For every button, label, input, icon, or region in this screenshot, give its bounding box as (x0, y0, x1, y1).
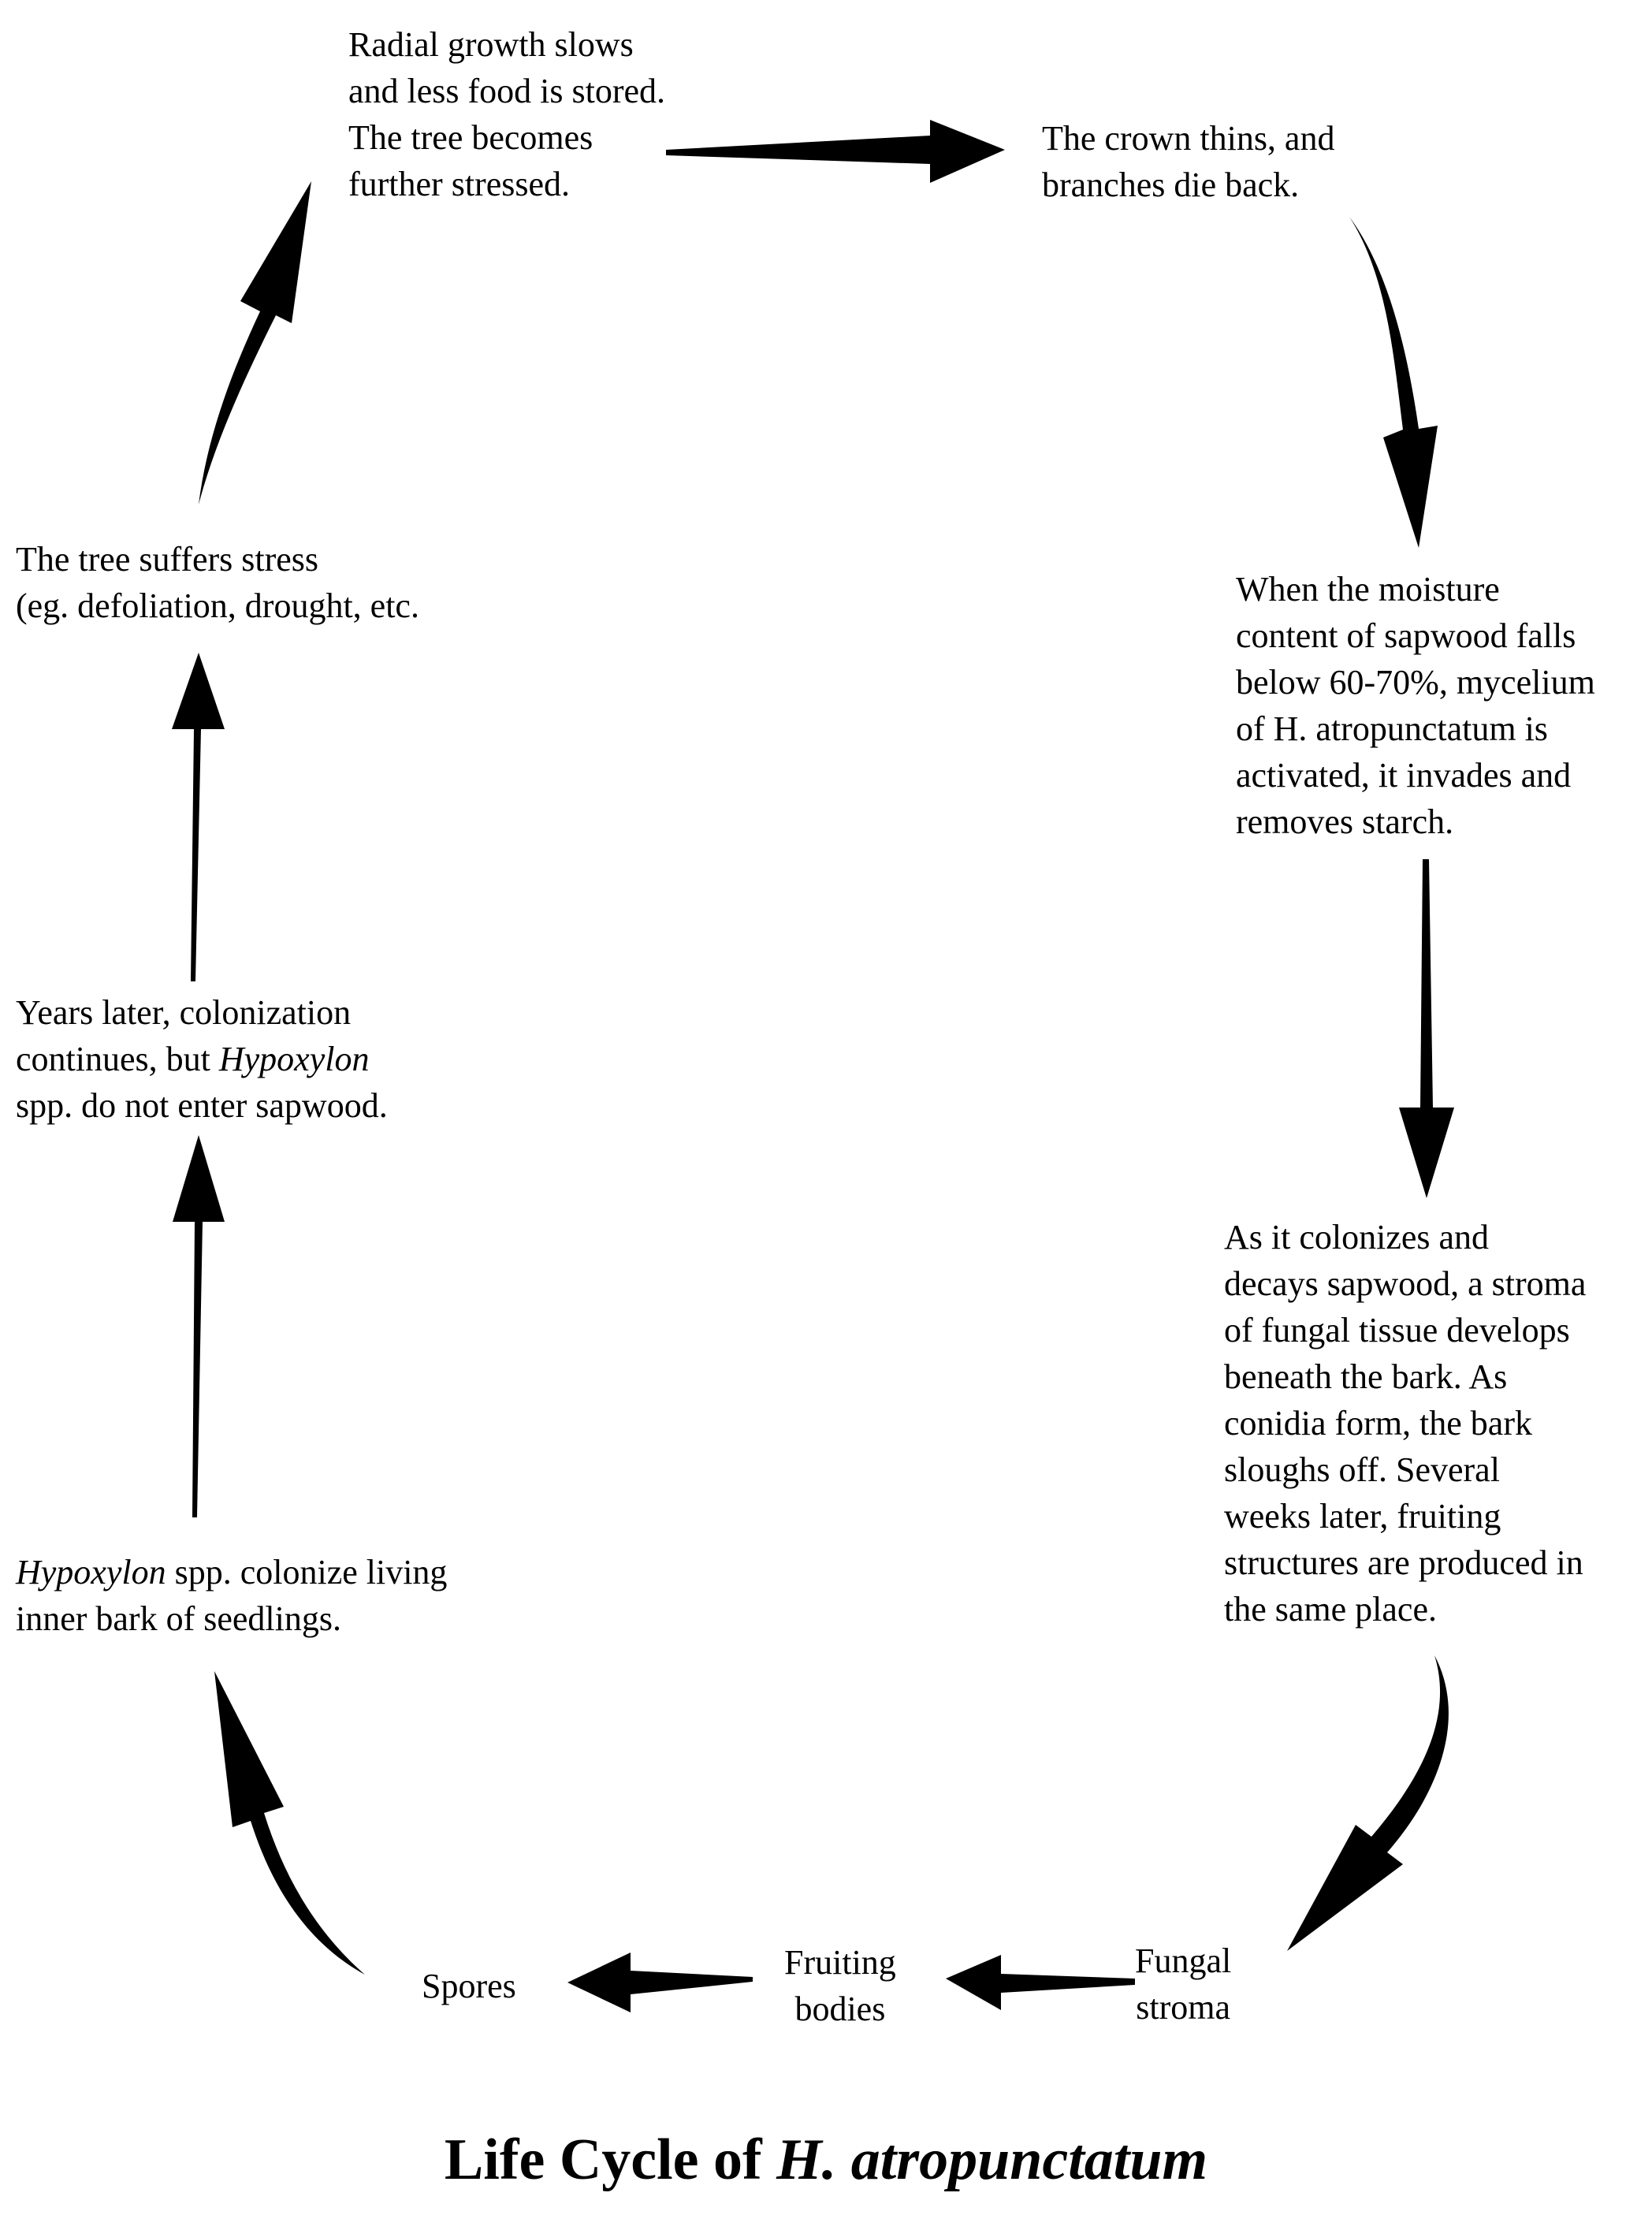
hypoxylon-colonize-line-1: Hypoxylon spp. colonize living (16, 1549, 447, 1595)
moisture-line-3: below 60-70%, mycelium (1236, 663, 1595, 702)
radial-growth-line-4: further stressed. (348, 165, 571, 203)
moisture-line-5: activated, it invades and (1236, 756, 1572, 795)
fruiting-bodies-line-1: Fruiting (784, 1943, 896, 1982)
arrow-crown-to-moisture (1349, 217, 1438, 548)
years-later-line-2: continues, but Hypoxylon (16, 1036, 388, 1082)
colonizes-line-2: decays sapwood, a stroma (1224, 1264, 1587, 1303)
node-moisture: When the moisture content of sapwood fal… (1236, 566, 1595, 845)
node-crown-thins: The crown thins, and branches die back. (1042, 115, 1334, 208)
moisture-line-1: When the moisture (1236, 570, 1500, 609)
crown-thins-line-1: The crown thins, and (1042, 119, 1335, 158)
node-colonizes: As it colonizes and decays sapwood, a st… (1224, 1214, 1586, 1632)
colonizes-line-4: beneath the bark. As (1224, 1357, 1508, 1396)
arrow-hypoxylon-to-years (173, 1135, 225, 1517)
arrow-stroma-to-fruiting (946, 1955, 1135, 2010)
colonizes-line-7: weeks later, fruiting (1224, 1497, 1501, 1536)
hypoxylon-genus-2: Hypoxylon (218, 1040, 370, 1078)
moisture-line-2: content of sapwood falls (1236, 616, 1576, 655)
crown-thins-line-2: branches die back. (1042, 166, 1300, 204)
years-later-line-3: spp. do not enter sapwood. (16, 1086, 388, 1125)
diagram-title: Life Cycle of H. atropunctatum (0, 2124, 1652, 2195)
colonizes-line-1: As it colonizes and (1224, 1218, 1490, 1256)
node-spores: Spores (422, 1963, 516, 2009)
arrow-radial-to-crown (666, 120, 1005, 183)
spores-label: Spores (422, 1967, 516, 2005)
arrow-moisture-to-colonizes (1399, 859, 1454, 1198)
fungal-stroma-line-2: stroma (1136, 1988, 1230, 2027)
radial-growth-line-2: and less food is stored. (348, 72, 666, 110)
years-later-line-2-pre: continues, but (16, 1040, 219, 1078)
radial-growth-line-1: Radial growth slows (348, 25, 634, 64)
colonizes-line-9: the same place. (1224, 1590, 1437, 1629)
years-later-line-1: Years later, colonization (16, 993, 352, 1032)
colonizes-line-8: structures are produced in (1224, 1543, 1583, 1582)
radial-growth-line-3: The tree becomes (348, 118, 593, 157)
colonizes-line-6: sloughs off. Several (1224, 1450, 1500, 1489)
arrow-colonizes-to-stroma (1287, 1655, 1449, 1951)
node-tree-stress: The tree suffers stress (eg. defoliation… (16, 536, 419, 629)
fruiting-bodies-line-2: bodies (794, 1990, 886, 2028)
moisture-line-4: of H. atropunctatum is (1236, 709, 1548, 748)
title-prefix: Life Cycle of (444, 2128, 777, 2192)
arrow-fruiting-to-spores (567, 1953, 753, 2012)
arrow-years-to-stress (172, 653, 225, 981)
hypoxylon-colonize-line-1-rest: spp. colonize living (166, 1553, 448, 1592)
hypoxylon-colonize-line-2: inner bark of seedlings. (16, 1599, 341, 1638)
tree-stress-line-2: (eg. defoliation, drought, etc. (16, 586, 419, 625)
node-fruiting-bodies: Fruiting bodies (784, 1939, 896, 2032)
colonizes-line-5: conidia form, the bark (1224, 1404, 1532, 1443)
fungal-stroma-line-1: Fungal (1135, 1941, 1232, 1980)
hypoxylon-genus: Hypoxylon (16, 1553, 166, 1592)
node-fungal-stroma: Fungal stroma (1135, 1938, 1231, 2031)
tree-stress-line-1: The tree suffers stress (16, 540, 319, 579)
moisture-line-6: removes starch. (1236, 802, 1454, 841)
node-radial-growth: Radial growth slows and less food is sto… (348, 21, 665, 207)
title-species: H. atropunctatum (776, 2128, 1208, 2192)
node-years-later: Years later, colonization continues, but… (16, 989, 388, 1129)
node-hypoxylon-colonize: Hypoxylon spp. colonize living inner bar… (16, 1549, 447, 1642)
arrow-stress-to-radial (199, 181, 311, 504)
colonizes-line-3: of fungal tissue develops (1224, 1311, 1570, 1350)
arrow-spores-to-hypoxylon (214, 1671, 365, 1975)
